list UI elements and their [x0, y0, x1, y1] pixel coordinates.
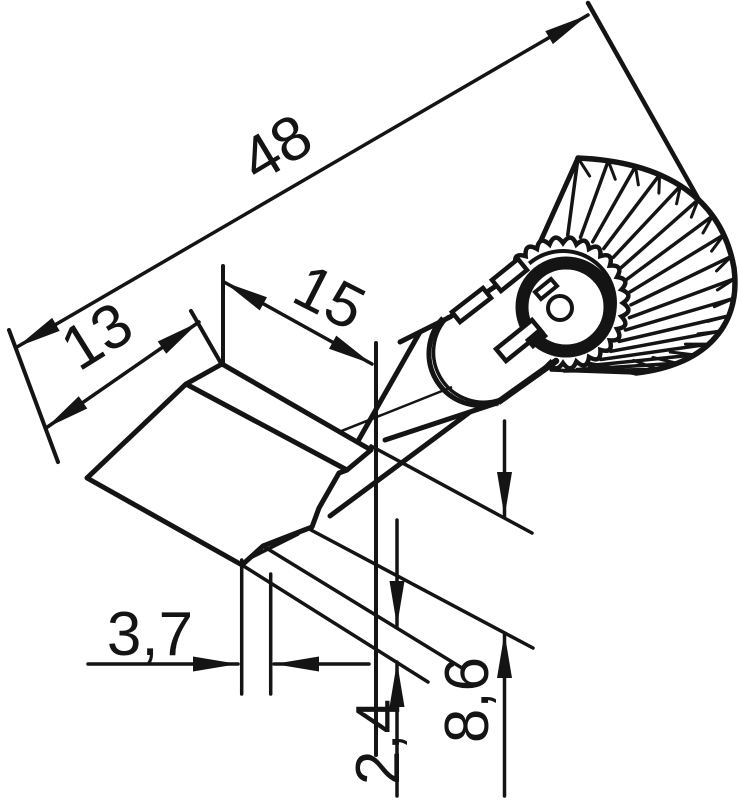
shank-front-rim-inner	[431, 314, 502, 404]
chisel-blade	[84, 361, 374, 568]
sleeve-bore	[546, 294, 574, 322]
sleeve-slot	[448, 284, 495, 326]
dim-line-48	[15, 13, 590, 349]
sleeve-front-collar	[515, 256, 617, 358]
shank-front-rim	[426, 316, 498, 409]
shank-bottom-edge	[382, 400, 500, 443]
sleeve-slot	[532, 276, 560, 302]
dimension-edge-thickness-label: 3,7	[107, 600, 193, 669]
sleeve-slot	[488, 255, 531, 295]
dimension-annotations	[7, 0, 702, 798]
dimension-shank-height-label: 8,6	[433, 657, 502, 743]
ext-line-48-right	[585, 0, 702, 203]
sleeve-bottom-edge	[493, 357, 560, 407]
dimension-blade-length-label: 15	[283, 251, 376, 344]
knob-top-edge	[535, 155, 581, 250]
dimension-overall-length-label: 48	[229, 101, 324, 196]
ext-line-24-upper	[261, 544, 464, 670]
blade-ridge	[183, 381, 350, 473]
sleeve-slot-dark	[524, 326, 549, 350]
cone-lower-edge	[327, 409, 473, 519]
ext-line-13-right	[189, 309, 224, 367]
blade-step-inner-edge	[250, 532, 300, 559]
knurl-serrations	[576, 156, 737, 371]
dimension-step-height-label: 2,4	[344, 699, 413, 785]
ext-line-left-common	[7, 328, 60, 464]
shank-top-edge	[397, 314, 453, 345]
dimension-arrowheads	[17, 15, 588, 707]
ext-line-86-lower	[309, 528, 535, 650]
blade-outline	[84, 361, 374, 568]
